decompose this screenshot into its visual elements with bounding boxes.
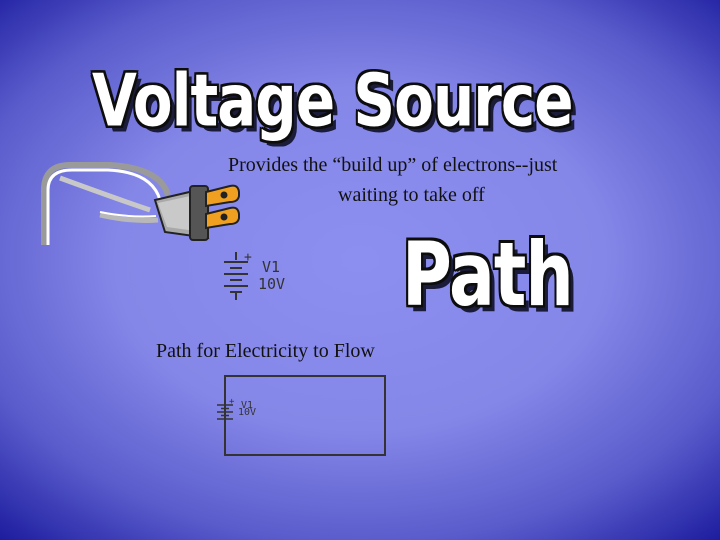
path-title: Path — [402, 224, 574, 327]
circuit-battery-name: V1 — [241, 400, 253, 411]
circuit-battery — [217, 401, 233, 423]
plug-prongs — [205, 184, 240, 230]
path-caption: Path for Electricity to Flow — [156, 340, 375, 362]
plug-head — [153, 185, 210, 241]
description-line-1: Provides the “build up” of electrons--ju… — [228, 154, 558, 176]
battery-value-label: 10V — [258, 275, 285, 293]
circuit-plus-sign: + — [229, 397, 235, 407]
battery-name-label: V1 — [262, 258, 280, 276]
voltage-source-title: Voltage Source — [92, 57, 574, 143]
circuit-battery-value: 10V — [238, 407, 256, 418]
description-line-2: waiting to take off — [338, 184, 485, 206]
plug-cord — [41, 162, 171, 245]
battery-plus-sign: + — [244, 250, 252, 265]
